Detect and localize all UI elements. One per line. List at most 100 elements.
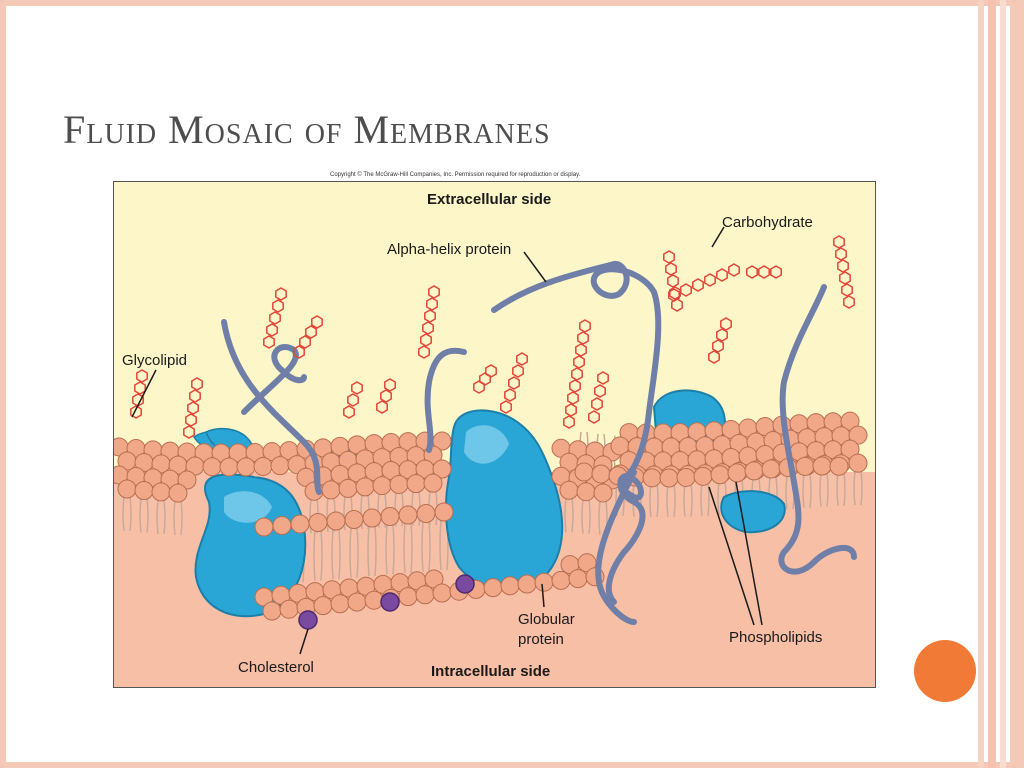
protein-strand [778,284,857,575]
cholesterol-molecule [380,592,400,612]
alpha-helix-pointer [523,251,547,283]
phospholipid-head [117,479,137,499]
phospholipid-head [338,478,358,498]
phospholipid-head [219,457,239,477]
carbohydrate-sugar [837,259,849,273]
glycolipid-pointer [131,369,157,418]
decorative-orange-circle [914,640,976,702]
globular-pointer [541,583,545,608]
carbohydrate-sugar [667,274,679,288]
carbohydrate-sugar [134,381,146,395]
carbohydrate-label: Carbohydrate [722,214,813,231]
carbohydrate-sugar [422,321,434,335]
phospholipid-head [202,457,222,477]
carbohydrate-sugar [384,378,396,392]
phospholipid-head [151,482,171,502]
alpha-helix-strand [595,469,637,625]
carbohydrate-sugar [275,287,287,301]
phospholipid-head [389,474,409,494]
alpha-helix-strand [221,319,322,495]
alpha-helix-label: Alpha-helix protein [387,241,511,258]
phospholipid-head [290,514,310,534]
phospholipid-head [254,517,274,537]
slide-stripe [978,0,984,768]
phospholipid-tail [819,472,829,507]
phospholipid-tail [367,525,377,577]
carbohydrate-sugar [728,263,740,277]
phospholipid-head [177,470,197,490]
carbohydrate-sugar [418,345,430,359]
carbohydrate-sugar [833,235,845,249]
carbohydrate-sugar [130,405,142,419]
phospholipid-head [236,457,256,477]
carbohydrate-sugar [508,376,520,390]
phospholipid-tail [331,528,341,580]
phospholipid-tail [853,471,863,506]
carbohydrate-sugar [567,391,579,405]
phospholipid-head [559,480,579,500]
phospholipid-head [593,483,613,503]
carbohydrate-sugar [191,377,203,391]
carbohydrate-sugar [428,285,440,299]
phospholipid-head [344,510,364,529]
phospholipid-head [534,572,554,592]
phospholipid-head [313,596,333,616]
alpha-helix-strand [491,260,662,605]
carbohydrate-sugar [272,299,284,313]
carbohydrate-sugar [591,397,603,411]
phospholipid-tail [564,498,574,533]
carbohydrate-sugar [571,367,583,381]
phospholipid-head [432,583,452,603]
carbohydrate-sugar [569,379,581,393]
carbohydrate-sugar [712,339,724,353]
carbohydrate-sugar [347,393,359,407]
carbohydrate-pointer [711,226,725,248]
phospholipid-tail [313,530,323,581]
carbohydrate-sugar [512,364,524,378]
phospholipid-head [415,585,435,605]
phospholipid-head [483,578,503,598]
carbohydrate-sugar [841,283,853,297]
carbohydrate-sugar [343,405,355,419]
carbohydrate-sugar [183,425,195,439]
carbohydrate-sugar [269,311,281,325]
phospholipid-head [272,516,292,535]
phospholipid-head [279,599,299,619]
phospholipid-head [321,480,341,500]
carbohydrate-sugar [420,333,432,347]
phospholipid-head [362,508,382,528]
phospholipid-tail [156,499,166,534]
cholesterol-molecule [455,574,475,594]
phospholipid-tail [173,501,183,536]
carbohydrate-sugar [299,335,311,349]
copyright-notice: Copyright © The McGraw-Hill Companies, I… [330,172,581,178]
carbohydrate-sugar [577,331,589,345]
phospholipid-head [355,477,375,497]
carbohydrate-sugar [293,345,305,359]
phospholipid-head [500,576,520,596]
phospholipid-tail [421,521,431,572]
globular-protein-highlight [224,491,272,523]
slide-frame-top [0,0,1024,6]
carbohydrate-sugar [692,278,704,292]
carbohydrate-sugar [594,384,606,398]
slide-frame-bottom [0,762,1024,768]
carbohydrate-sugar [266,323,278,337]
carbohydrate-sugar [136,369,148,383]
cholesterol-molecules [298,574,475,630]
carbohydrate-sugar [716,328,728,342]
carbohydrate-sugar [843,295,855,309]
phospholipid-head [693,466,713,486]
carbohydrate-sugar [485,364,497,378]
phospholipid-head [761,459,781,479]
carbohydrate-sugar [671,298,683,312]
membrane-diagram: Extracellular side Intracellular side Ca… [113,181,876,688]
cholesterol-pointer [299,628,309,655]
phospholipid-head [398,587,418,607]
carbohydrate-sugar [663,250,675,264]
phospholipid-head [744,461,764,481]
phospholipid-head [574,462,594,482]
glycolipid-label: Glycolipid [122,352,187,369]
carbohydrate-sugar [597,371,609,385]
carbohydrate-sugar [305,325,317,339]
